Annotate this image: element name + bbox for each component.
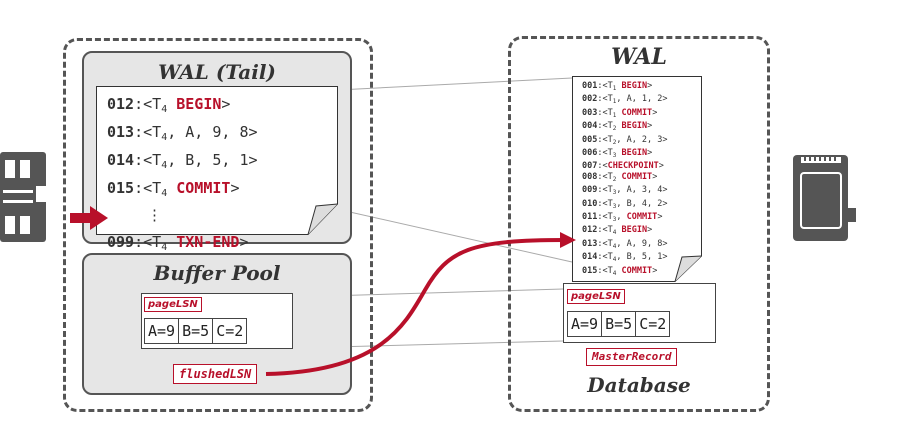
disk-wal-line: 001:<T1 BEGIN> (582, 81, 653, 92)
buffer-pool-title: Buffer Pool (153, 261, 281, 285)
disk-wal-line: 013:<T4, A, 9, 8> (582, 238, 668, 250)
ram-chip-icon (0, 152, 48, 242)
wal-tail-line: 014:<T4, B, 5, 1> (107, 151, 258, 171)
disk-wal-line: 010:<T3, B, 4, 2> (582, 198, 668, 210)
disk-wal-line: 003:<T1 COMMIT> (582, 107, 658, 119)
arrow-right-icon (70, 206, 108, 230)
disk-wal-line: 005:<T2, A, 2, 3> (582, 134, 668, 146)
wal-tail-title: WAL (Tail) (158, 60, 276, 84)
disk-wal-line: 015:<T4 COMMIT> (582, 265, 658, 277)
disk-container (508, 36, 770, 412)
database-cell: B=5 (602, 312, 637, 336)
wal-tail-line: 015:<T4 COMMIT> (107, 179, 240, 199)
disk-wal-line: 014:<T4, B, 5, 1> (582, 252, 668, 264)
disk-wal-lines: 001:<T1 BEGIN> 002:<T1, A, 1, 2> 003:<T1… (582, 81, 668, 279)
database-cell: C=2 (639, 315, 667, 333)
wal-tail-last-line: 099:<T4 TXN-END> (107, 233, 249, 253)
disk-wal-title: WAL (611, 44, 667, 70)
wal-tail-ellipsis: ⋮ (147, 206, 162, 224)
disk-wal-line: 012:<T4 BEGIN> (582, 225, 653, 237)
memory-container (63, 38, 373, 412)
master-record-tag: MasterRecord (586, 348, 678, 366)
buffer-cell: B=5 (179, 319, 214, 343)
buffer-cell: A=9 (145, 319, 180, 343)
buffer-page-lsn-tag: pageLSN (144, 297, 202, 312)
wal-tail-lines: 012:<T4 BEGIN> 013:<T4, A, 9, 8> 014:<T4… (107, 93, 258, 259)
wal-tail-page (96, 86, 338, 235)
disk-wal-line: 002:<T1, A, 1, 2> (582, 94, 668, 106)
disk-wal-line: 011:<T3, COMMIT> (582, 212, 663, 224)
wal-tail-line: 012:<T4 BEGIN> (107, 95, 231, 115)
database-title: Database (587, 373, 691, 397)
flushed-lsn-tag: flushedLSN (173, 364, 258, 384)
buffer-page-cells: A=9 B=5 C=2 (144, 318, 248, 344)
wal-tail-line: 013:<T4, A, 9, 8> (107, 123, 258, 143)
buffer-cell: C=2 (216, 322, 244, 340)
database-page-cells: A=9 B=5 C=2 (567, 311, 671, 337)
disk-wal-line: 004:<T2 BEGIN> (582, 121, 653, 133)
disk-wal-line: 009:<T3, A, 3, 4> (582, 185, 668, 197)
database-cell: A=9 (568, 312, 603, 336)
disk-wal-line: 007:<CHECKPOINT> (582, 161, 664, 172)
disk-wal-page (572, 76, 702, 282)
database-page-lsn-tag: pageLSN (567, 289, 625, 304)
disk-wal-line: 008:<T2 COMMIT> (582, 171, 658, 183)
disk-wal-line: 006:<T3 BEGIN> (582, 148, 653, 160)
ssd-drive-icon (793, 155, 856, 241)
